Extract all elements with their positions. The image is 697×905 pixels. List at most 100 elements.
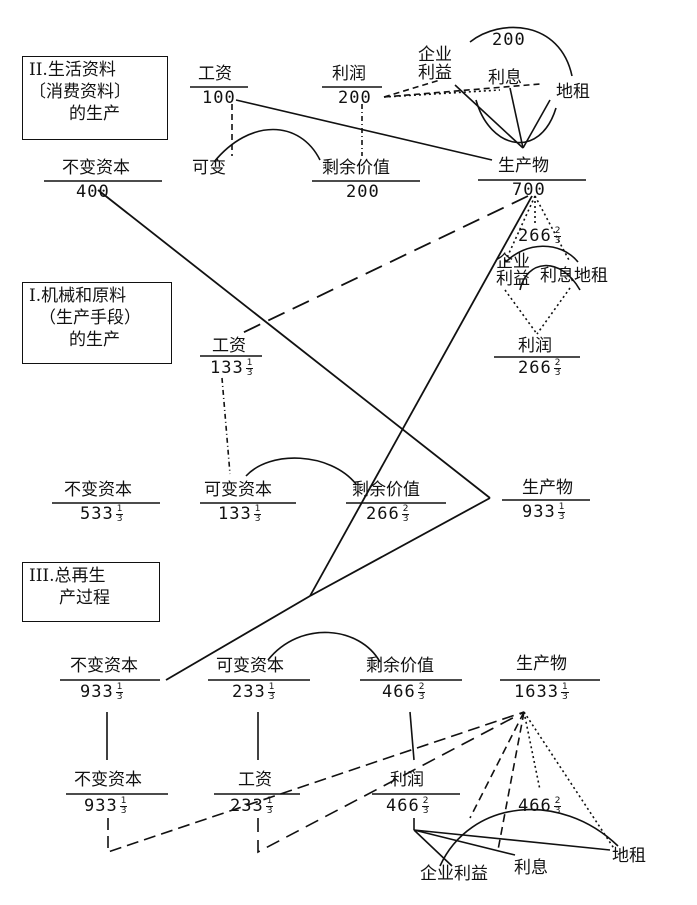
tot-constant2-num: 1	[119, 795, 128, 807]
tot-interest: 利息	[514, 858, 548, 878]
tot-constant-whole: 933	[80, 682, 114, 702]
d2-variable-label: 可变	[192, 158, 226, 178]
d2-wage-label: 工资	[198, 64, 232, 84]
tot-product-label: 生产物	[516, 654, 567, 674]
tot-split-whole: 466	[518, 796, 552, 816]
tot-constant2-label: 不变资本	[74, 770, 142, 790]
d2-profit-value: 200	[338, 88, 372, 108]
tot-wage-whole: 233	[230, 796, 264, 816]
tot-variable-whole: 233	[232, 682, 266, 702]
d1-constant-num: 1	[115, 503, 124, 515]
tot-wage-den: 3	[266, 805, 273, 816]
dept2-product-split	[504, 195, 581, 335]
tot-product-num: 1	[560, 681, 569, 693]
section-iii-box: III.总再生 产过程	[22, 562, 160, 622]
d1-profit-label: 利润	[518, 336, 552, 356]
d1-surplus-den: 3	[402, 513, 409, 524]
tot-surplus-whole: 466	[382, 682, 416, 702]
d2-constant-label: 不变资本	[62, 158, 130, 178]
d1-variable-num: 1	[253, 503, 262, 515]
d2-split-den: 3	[554, 235, 561, 246]
section-i-line2: （生产手段）	[39, 308, 141, 328]
d1-product-whole: 933	[522, 502, 556, 522]
section-iii-line2: 产过程	[59, 588, 110, 608]
tot-split-num: 2	[553, 795, 562, 807]
tot-profit-label: 利润	[390, 770, 424, 790]
tot-profit-num: 2	[421, 795, 430, 807]
section-i-line1: I.机械和原料	[29, 286, 127, 306]
tot-wage-num: 1	[265, 795, 274, 807]
tot-profit-den: 3	[422, 805, 429, 816]
d2-profit-label: 利润	[332, 64, 366, 84]
d1-product-num: 1	[557, 501, 566, 513]
d2-product-label: 生产物	[498, 156, 549, 176]
d1-wage-label: 工资	[212, 336, 246, 356]
tot-surplus-label: 剩余价值	[366, 656, 434, 676]
tot-product-den: 3	[561, 691, 568, 702]
cross-lines	[97, 189, 533, 681]
tot-product-whole: 1633	[514, 682, 559, 702]
d1-surplus-num: 2	[401, 503, 410, 515]
d1-wage-whole: 133	[210, 358, 244, 378]
d1-surplus-label: 剩余价值	[352, 480, 420, 500]
d2-constant-value: 400	[76, 182, 110, 202]
d1-constant-label: 不变资本	[64, 480, 132, 500]
d2-surplus-label: 剩余价值	[322, 158, 390, 178]
d2-split-enterprise: 企业 利益	[496, 252, 530, 289]
d1-variable-label: 可变资本	[204, 480, 272, 500]
d1-constant-whole: 533	[80, 504, 114, 524]
d2-surplus-value: 200	[346, 182, 380, 202]
d1-product-den: 3	[558, 511, 565, 522]
tot-variable-label: 可变资本	[216, 656, 284, 676]
d2-top-value: 200	[492, 30, 526, 50]
section-iii-line1: III.总再生	[29, 566, 106, 586]
dept2-connections	[213, 26, 573, 163]
tot-constant-den: 3	[116, 691, 123, 702]
tot-split-den: 3	[554, 805, 561, 816]
d1-profit-den: 3	[554, 367, 561, 378]
tot-variable-den: 3	[268, 691, 275, 702]
tot-surplus-den: 3	[418, 691, 425, 702]
d2-interest: 利息	[488, 68, 522, 88]
underlines	[44, 86, 600, 795]
d2-enterprise-profit: 企业 利益	[418, 45, 452, 83]
d1-wage-den: 3	[246, 367, 253, 378]
d1-surplus-whole: 266	[366, 504, 400, 524]
section-i-box: I.机械和原料 （生产手段） 的生产	[22, 282, 172, 364]
d2-split-num: 2	[553, 225, 562, 237]
section-ii-line1: II.生活资料	[29, 60, 116, 80]
d1-profit-num: 2	[553, 357, 562, 369]
tot-variable-num: 1	[267, 681, 276, 693]
d1-constant-den: 3	[116, 513, 123, 524]
d1-profit-whole: 266	[518, 358, 552, 378]
tot-constant-num: 1	[115, 681, 124, 693]
total-connections	[106, 631, 619, 867]
tot-surplus-num: 2	[417, 681, 426, 693]
d1-wage-num: 1	[245, 357, 254, 369]
d2-wage-value: 100	[202, 88, 236, 108]
